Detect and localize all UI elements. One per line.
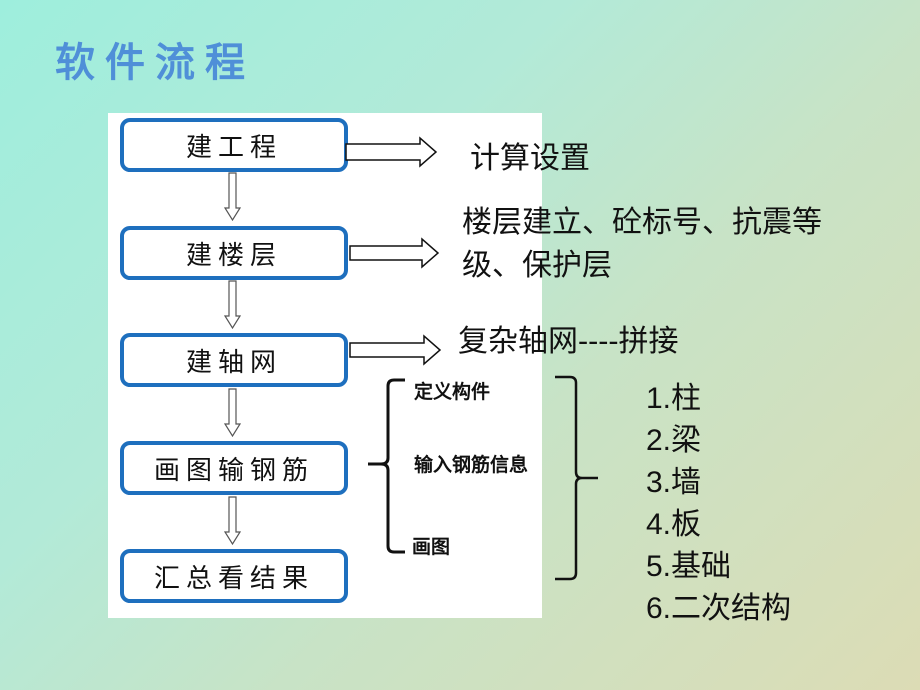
right-arrow-icon	[349, 334, 442, 366]
step-box-create-floors: 建楼层	[120, 226, 348, 280]
right-brace-icon	[555, 375, 598, 581]
step-box-create-project: 建工程	[120, 118, 348, 172]
note-floor-settings-line1: 楼层建立、砼标号、抗震等	[462, 205, 822, 240]
down-arrow-icon	[223, 388, 242, 438]
right-arrow-icon	[349, 237, 440, 269]
left-brace-icon	[368, 378, 405, 554]
note-floor-settings-line2: 级、保护层	[462, 248, 612, 283]
note-calculation-settings: 计算设置	[470, 141, 590, 176]
down-arrows	[223, 172, 242, 546]
component-item: 2.梁	[646, 424, 702, 457]
sub-step-input-rebar: 输入钢筋信息	[414, 454, 529, 476]
step-box-create-axis-grid: 建轴网	[120, 333, 348, 387]
down-arrow-icon	[223, 172, 242, 222]
component-item: 1.柱	[646, 382, 702, 415]
component-item: 3.墙	[646, 466, 702, 499]
component-item: 4.板	[646, 508, 702, 541]
component-item: 5.基础	[646, 550, 732, 583]
note-axis-grid: 复杂轴网----拼接	[458, 324, 679, 359]
right-arrow-icon	[345, 136, 438, 168]
step-box-summary-results: 汇总看结果	[120, 549, 348, 603]
page-title: 软件流程	[55, 40, 255, 86]
sub-step-define-components: 定义构件	[414, 381, 491, 403]
down-arrow-icon	[223, 496, 242, 546]
component-list: 1.柱 2.梁 3.墙 4.板 5.基础 6.二次结构	[646, 378, 791, 630]
step-box-draw-rebar: 画图输钢筋	[120, 441, 348, 495]
down-arrow-icon	[223, 280, 242, 330]
component-item: 6.二次结构	[646, 592, 792, 625]
sub-step-draw: 画图	[412, 536, 451, 558]
